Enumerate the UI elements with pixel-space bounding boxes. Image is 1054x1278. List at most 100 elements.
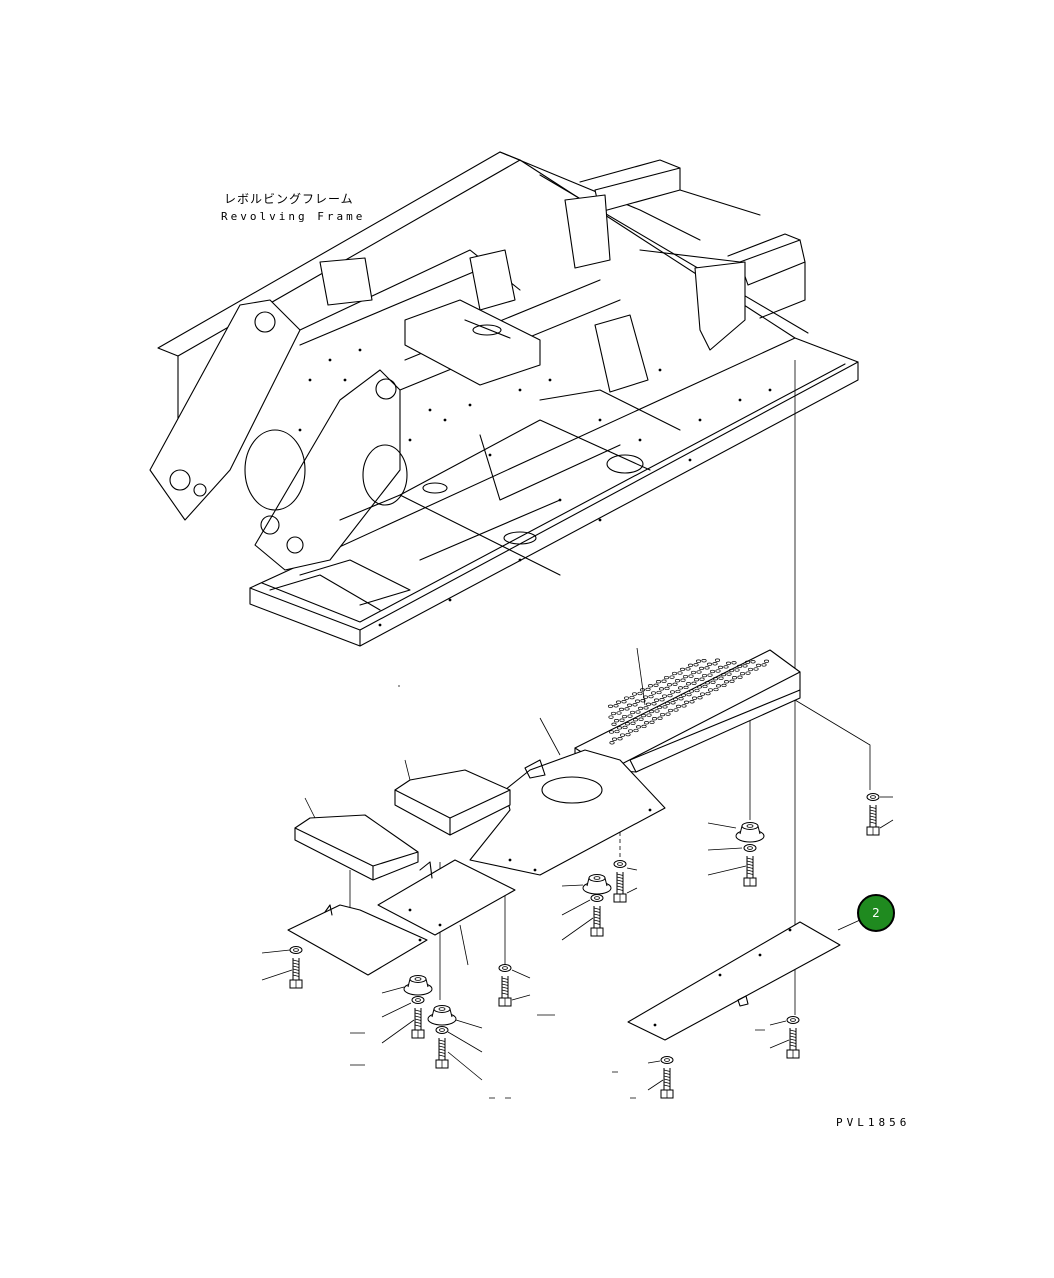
perforation-hole bbox=[663, 675, 670, 680]
leader-line bbox=[261, 949, 291, 954]
leader-line bbox=[561, 917, 594, 941]
leader-line bbox=[261, 969, 293, 981]
perforation-hole bbox=[679, 667, 686, 672]
perforation-hole bbox=[680, 678, 686, 682]
perforation-hole bbox=[619, 733, 626, 737]
perforation-hole bbox=[683, 685, 689, 690]
perforation-hole bbox=[621, 714, 628, 719]
rubber-cushion bbox=[403, 975, 433, 996]
perforation-hole bbox=[622, 725, 628, 730]
perforation-hole bbox=[651, 717, 658, 721]
perforation-hole bbox=[618, 707, 625, 712]
revolving-frame bbox=[149, 151, 859, 647]
perforation-hole bbox=[707, 688, 714, 692]
perforation-hole bbox=[720, 672, 727, 677]
perforated-cover bbox=[574, 649, 801, 773]
under-cover bbox=[627, 921, 841, 1041]
callout-number: 2 bbox=[872, 906, 880, 920]
perforation-hole bbox=[696, 670, 702, 674]
bolt bbox=[786, 1028, 800, 1059]
washer bbox=[660, 1056, 674, 1064]
perforation-hole bbox=[627, 714, 633, 718]
perforation-hole bbox=[632, 703, 638, 707]
perforation-hole bbox=[697, 696, 703, 700]
perforation-hole bbox=[608, 730, 615, 734]
leader-line bbox=[626, 867, 638, 871]
perforation-hole bbox=[723, 680, 730, 684]
perforation-hole bbox=[613, 704, 619, 708]
perforation-hole bbox=[658, 687, 665, 691]
washer bbox=[289, 946, 303, 954]
perforation-hole bbox=[649, 720, 655, 724]
leader-line bbox=[381, 986, 405, 994]
leader-line bbox=[381, 1002, 412, 1018]
perforation-hole bbox=[672, 697, 679, 701]
perforation-hole bbox=[656, 690, 662, 695]
perforation-hole bbox=[714, 658, 721, 662]
perforation-hole bbox=[747, 667, 754, 672]
perforation-hole bbox=[661, 679, 667, 683]
leader-line bbox=[647, 1060, 661, 1064]
perforation-hole bbox=[648, 709, 655, 714]
perforation-hole bbox=[645, 687, 651, 692]
perforation-hole bbox=[683, 700, 690, 704]
perforation-hole bbox=[721, 683, 727, 688]
leader-line bbox=[455, 1019, 483, 1029]
leader-line bbox=[561, 899, 591, 916]
washer bbox=[613, 860, 627, 868]
leader-line bbox=[769, 1039, 790, 1049]
perforation-hole bbox=[718, 676, 724, 680]
perforation-hole bbox=[739, 671, 746, 676]
perforation-hole bbox=[712, 677, 719, 681]
leader-line bbox=[707, 847, 743, 851]
perforation-hole bbox=[642, 695, 649, 699]
perforation-hole bbox=[629, 695, 635, 700]
leader-line bbox=[769, 1020, 787, 1026]
callout-2-badge[interactable]: 2 bbox=[857, 894, 895, 932]
perforation-hole bbox=[650, 691, 657, 695]
perforation-hole bbox=[753, 667, 759, 671]
leader-line bbox=[511, 969, 531, 979]
perforation-hole bbox=[744, 660, 751, 664]
perforation-hole bbox=[736, 664, 743, 669]
perforation-hole bbox=[640, 713, 647, 718]
perforation-hole bbox=[688, 674, 694, 678]
rubber-cushion bbox=[735, 822, 765, 843]
bolt bbox=[866, 805, 880, 836]
washer bbox=[411, 996, 425, 1004]
leader-line bbox=[647, 1079, 664, 1091]
seal-pads bbox=[294, 769, 511, 881]
bolt bbox=[590, 906, 604, 937]
floor-plates bbox=[287, 808, 652, 976]
perforation-hole bbox=[694, 688, 700, 693]
perforation-hole bbox=[640, 699, 646, 703]
perforation-hole bbox=[638, 717, 644, 721]
perforation-hole bbox=[624, 722, 631, 726]
perforation-hole bbox=[655, 680, 662, 684]
perforation-hole bbox=[666, 683, 673, 687]
perforation-hole bbox=[631, 692, 638, 696]
perforation-hole bbox=[616, 726, 623, 730]
perforation-hole bbox=[665, 712, 671, 716]
perforation-hole bbox=[635, 725, 642, 729]
perforation-hole bbox=[633, 728, 639, 733]
perforation-hole bbox=[702, 684, 708, 689]
perforation-hole bbox=[619, 718, 625, 722]
perforation-hole bbox=[731, 661, 737, 665]
perforation-hole bbox=[669, 675, 675, 679]
perforation-hole bbox=[691, 696, 698, 700]
perforation-hole bbox=[645, 702, 652, 706]
leader-line bbox=[381, 1019, 415, 1044]
perforation-hole bbox=[745, 671, 751, 675]
perforation-hole bbox=[690, 670, 697, 675]
perforation-hole bbox=[613, 719, 620, 723]
washer bbox=[866, 793, 880, 801]
perforation-hole bbox=[699, 677, 705, 681]
perforation-hole bbox=[672, 682, 678, 686]
perforation-hole bbox=[710, 680, 716, 684]
perforation-hole bbox=[750, 660, 756, 664]
perforation-hole bbox=[615, 700, 622, 704]
perforation-hole bbox=[685, 682, 692, 686]
perforation-hole bbox=[637, 706, 644, 711]
perforation-hole bbox=[726, 672, 732, 676]
